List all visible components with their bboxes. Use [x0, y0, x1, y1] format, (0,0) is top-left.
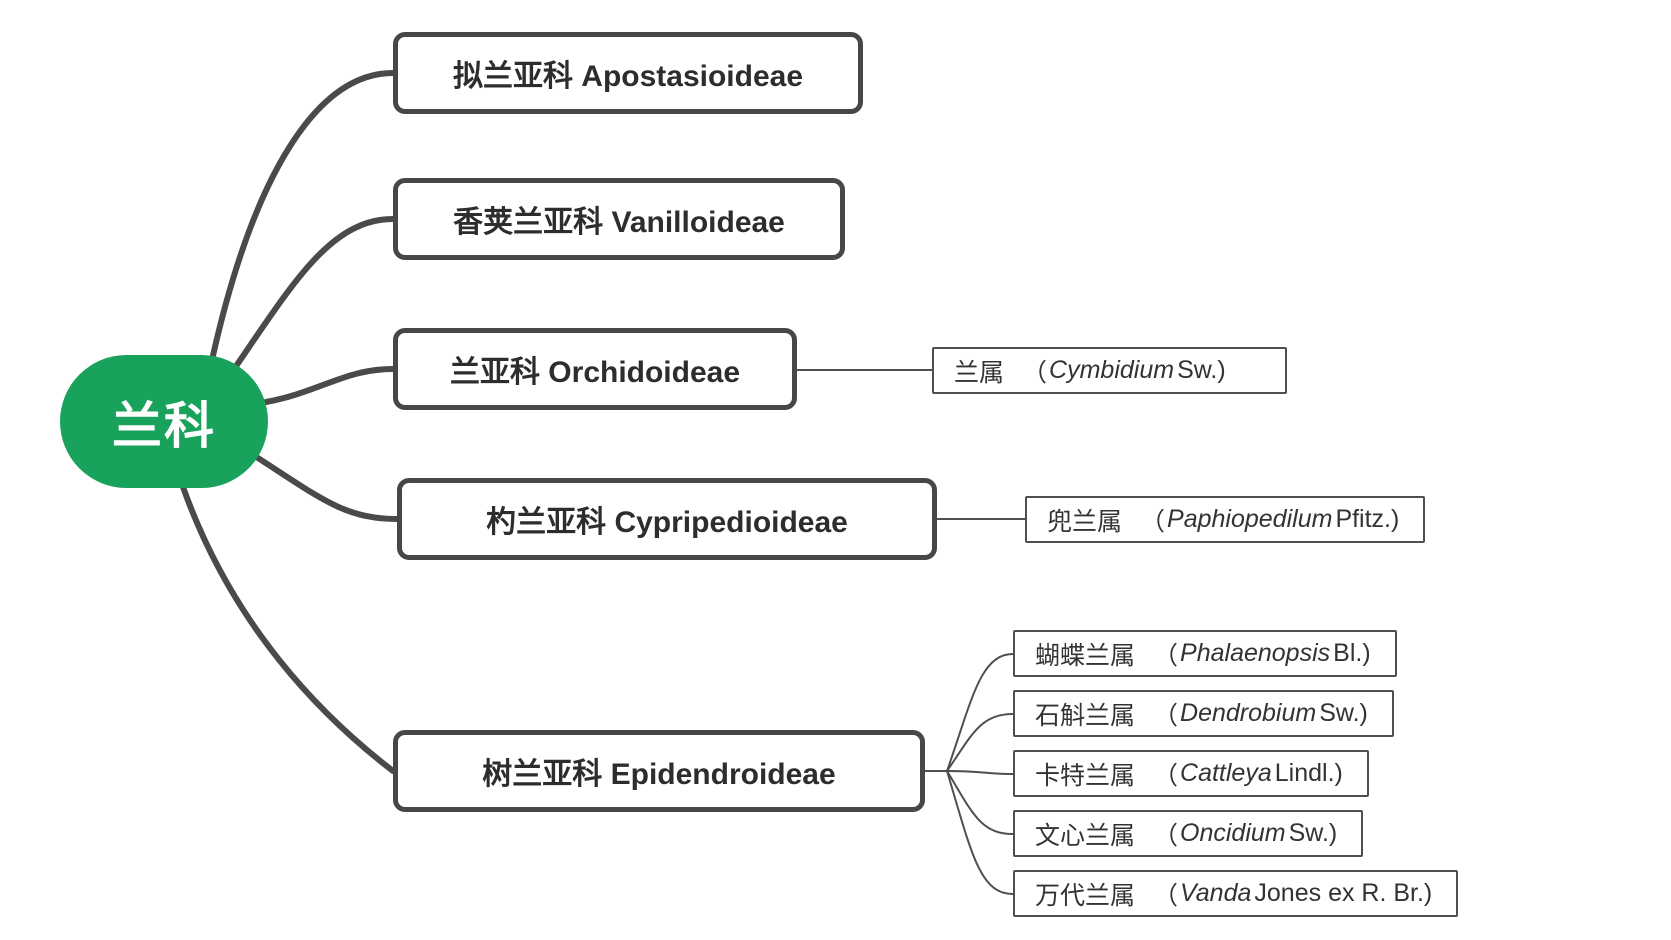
genus-name-cn: 兜兰属 — [1047, 507, 1123, 536]
link-epidendroideae-dendrobium — [946, 713, 1014, 772]
subfamily-label: 杓兰亚科 Cypripedioideae — [486, 506, 848, 539]
subfamily-node-epidendroideae[interactable]: 树兰亚科 Epidendroideae — [393, 730, 925, 812]
genus-node-cattleya[interactable]: 卡特兰属 （ Cattleya Lindl.) — [1013, 750, 1369, 797]
genus-name-latin: Vanda — [1180, 879, 1252, 907]
genus-author: Bl.) — [1333, 639, 1371, 667]
subfamily-node-vanilloideae[interactable]: 香荚兰亚科 Vanilloideae — [393, 178, 845, 260]
genus-paren-open: （ — [1022, 358, 1048, 387]
subfamily-label: 树兰亚科 Epidendroideae — [482, 758, 836, 791]
genus-name-cn: 卡特兰属 — [1035, 761, 1136, 790]
genus-node-phalaenopsis[interactable]: 蝴蝶兰属 （ Phalaenopsis Bl.) — [1013, 630, 1397, 677]
genus-author: Sw.) — [1177, 356, 1226, 384]
root-node-orchidaceae[interactable]: 兰科 — [60, 355, 268, 488]
link-epidendroideae-phalaenopsis — [946, 653, 1014, 772]
genus-author: Jones ex R. Br.) — [1254, 879, 1433, 907]
genus-node-cymbidium[interactable]: 兰属 （ Cymbidium Sw.) — [932, 347, 1287, 394]
genus-node-dendrobium[interactable]: 石斛兰属 （ Dendrobium Sw.) — [1013, 690, 1394, 737]
branch-root-epidendroideae — [180, 484, 396, 774]
branch-root-apostasioideae — [209, 70, 396, 363]
link-epidendroideae-oncidium — [946, 770, 1014, 835]
root-label: 兰科 — [112, 397, 216, 454]
genus-node-vanda[interactable]: 万代兰属 （ Vanda Jones ex R. Br.) — [1013, 870, 1459, 917]
link-epidendroideae-cattleya — [946, 770, 1014, 775]
genus-name-latin: Paphiopedilum — [1167, 505, 1333, 533]
branch-root-vanilloideae — [229, 216, 396, 375]
genus-paren-open: （ — [1153, 881, 1179, 910]
genus-paren-open: （ — [1153, 821, 1179, 850]
genus-node-paphiopedilum[interactable]: 兜兰属 （ Paphiopedilum Pfitz.) — [1025, 496, 1426, 543]
subfamily-node-apostasioideae[interactable]: 拟兰亚科 Apostasioideae — [393, 32, 863, 114]
genus-name-cn: 万代兰属 — [1035, 881, 1136, 910]
genus-name-latin: Oncidium — [1180, 819, 1286, 847]
branch-root-cypripedioideae — [255, 455, 400, 522]
genus-name-latin: Cattleya — [1180, 759, 1272, 787]
subfamily-node-cypripedioideae[interactable]: 杓兰亚科 Cypripedioideae — [397, 478, 937, 560]
subfamily-label: 香荚兰亚科 Vanilloideae — [453, 206, 785, 239]
genus-name-cn: 石斛兰属 — [1035, 701, 1136, 730]
subfamily-label: 拟兰亚科 Apostasioideae — [452, 60, 804, 93]
genus-name-cn: 文心兰属 — [1035, 821, 1136, 850]
genus-author: Sw.) — [1319, 699, 1368, 727]
genus-author: Pfitz.) — [1335, 505, 1400, 533]
branch-root-orchidoideae — [263, 366, 396, 405]
genus-author: Sw.) — [1288, 819, 1338, 847]
genus-name-cn: 蝴蝶兰属 — [1035, 641, 1136, 670]
genus-paren-open: （ — [1153, 641, 1179, 670]
genus-name-latin: Phalaenopsis — [1180, 639, 1331, 667]
subfamily-node-orchidoideae[interactable]: 兰亚科 Orchidoideae — [393, 328, 797, 410]
genus-paren-open: （ — [1153, 701, 1179, 730]
subfamily-label: 兰亚科 Orchidoideae — [449, 356, 741, 389]
genus-node-oncidium[interactable]: 文心兰属 （ Oncidium Sw.) — [1013, 810, 1364, 857]
genus-name-latin: Dendrobium — [1180, 699, 1317, 727]
genus-author: Lindl.) — [1274, 759, 1343, 787]
link-epidendroideae-vanda — [946, 770, 1014, 895]
genus-name-latin: Cymbidium — [1049, 356, 1175, 384]
genus-paren-open: （ — [1153, 761, 1179, 790]
genus-paren-open: （ — [1140, 507, 1166, 536]
genus-name-cn: 兰属 — [954, 358, 1005, 387]
